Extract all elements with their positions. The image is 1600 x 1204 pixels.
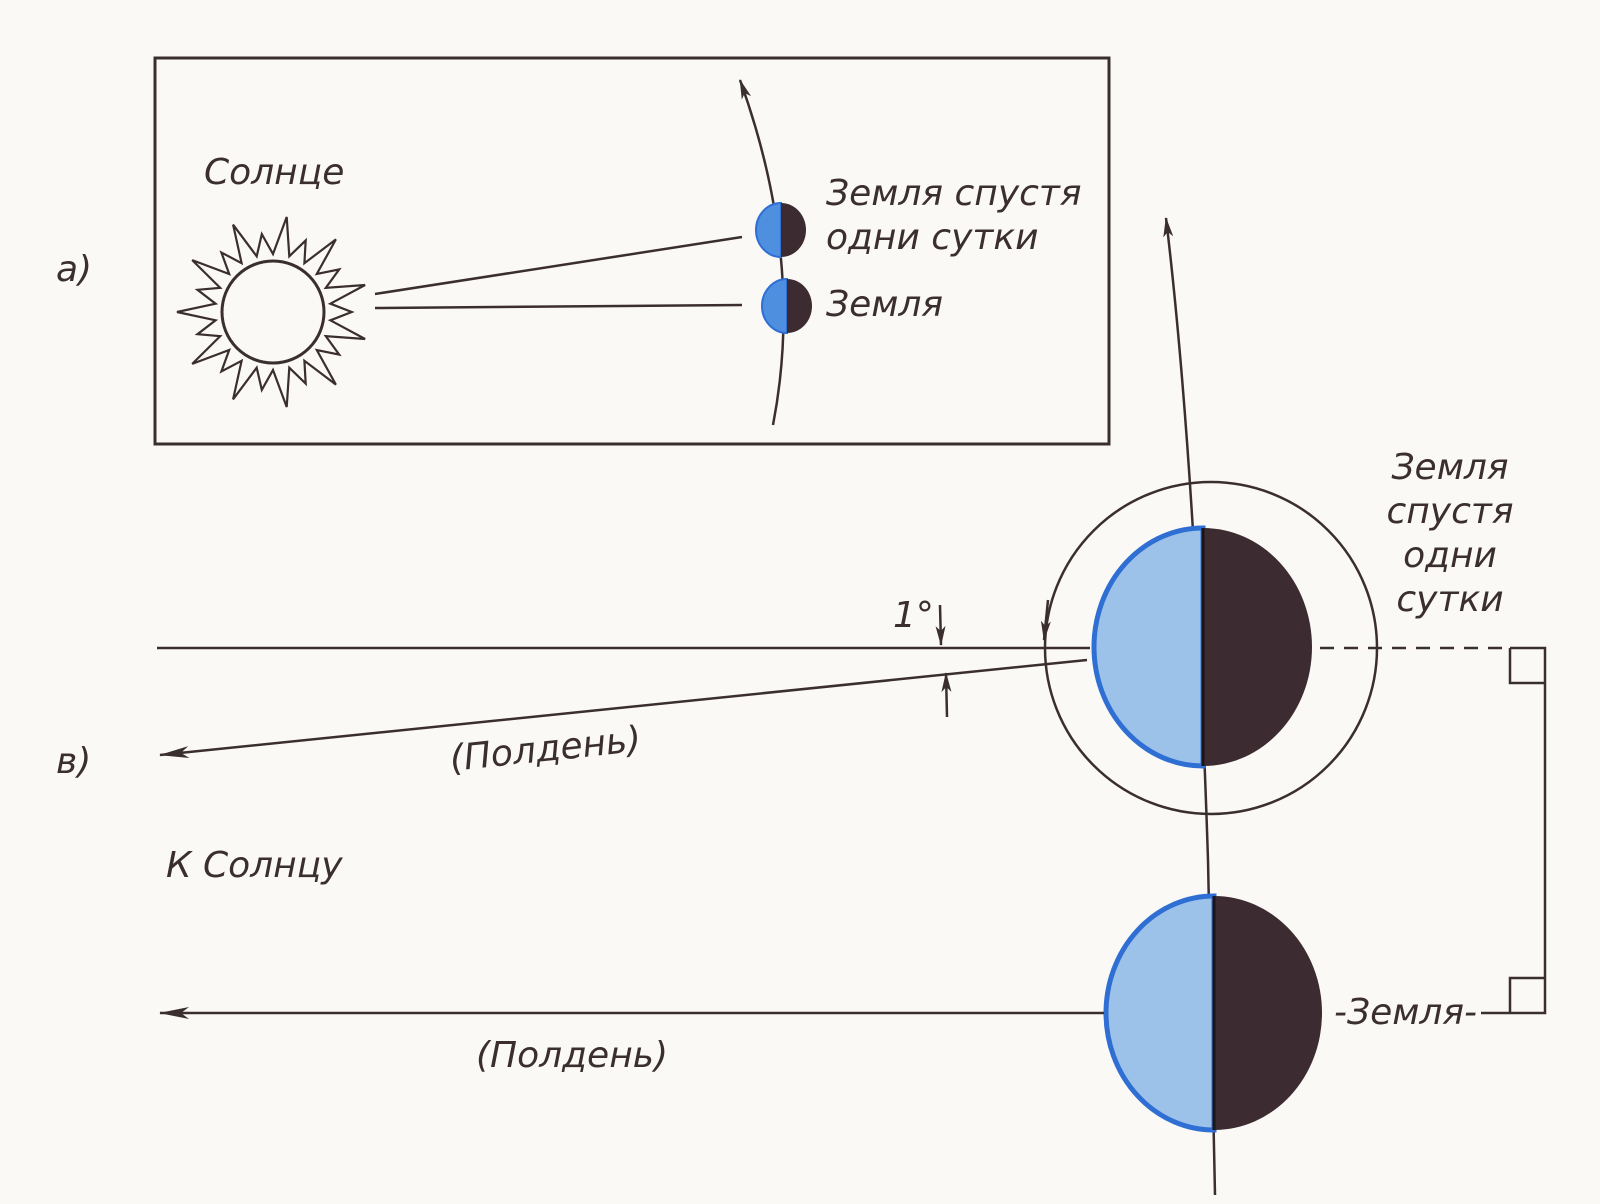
earth-next-day-large: [1091, 525, 1312, 769]
noon-ray-upper: [159, 658, 1088, 759]
panel-a-earth-label: Земля: [826, 284, 944, 325]
panel-a-earth-next-day-line-2: одни сутки: [826, 216, 1039, 258]
earth-large: [1103, 893, 1322, 1133]
panel-b-earth-next-day-line-4: сутки: [1396, 578, 1504, 620]
panel-b-earth-next-day-line-2: спустя: [1386, 490, 1514, 532]
sun-icon: [176, 216, 366, 408]
panel-a-marker: а): [56, 249, 93, 290]
rotation-arrow-tick: [1040, 599, 1051, 641]
panel-a-earth-next-day-line-1: Земля спустя: [826, 173, 1082, 214]
panel-a-frame: [153, 56, 1111, 446]
panel-b-marker: в): [56, 741, 92, 782]
to-sun-label: К Солнцу: [166, 845, 343, 886]
panel-b-orbit-arrow: [1163, 217, 1217, 1196]
angle-mark-bottom: [941, 672, 952, 718]
panel-b-earth-next-day-line-1: Земля: [1391, 447, 1509, 488]
panel-b-earth-next-day-line-3: одни: [1403, 534, 1497, 576]
angle-label: 1°: [893, 595, 934, 636]
right-angle-box-top: [1508, 648, 1545, 685]
angle-mark-top: [935, 604, 946, 646]
noon-label-lower: (Полдень): [476, 1035, 668, 1076]
panel-b-earth-next-day-label: Земля спустя одни сутки: [1380, 446, 1520, 622]
panel-a-earth-next-day-label: Земля спустя одни сутки: [826, 172, 1082, 260]
right-angle-box-bottom: [1508, 976, 1545, 1013]
right-angle-bracket: [1475, 646, 1547, 1015]
panel-a-ray-lower: [374, 303, 743, 310]
panel-a-ray-upper: [374, 235, 743, 296]
earth-small: [761, 277, 812, 335]
panel-b-earth-label: -Земля-: [1330, 995, 1482, 1031]
sun-label: Солнце: [204, 152, 345, 193]
earth-next-day-small: [755, 201, 806, 259]
